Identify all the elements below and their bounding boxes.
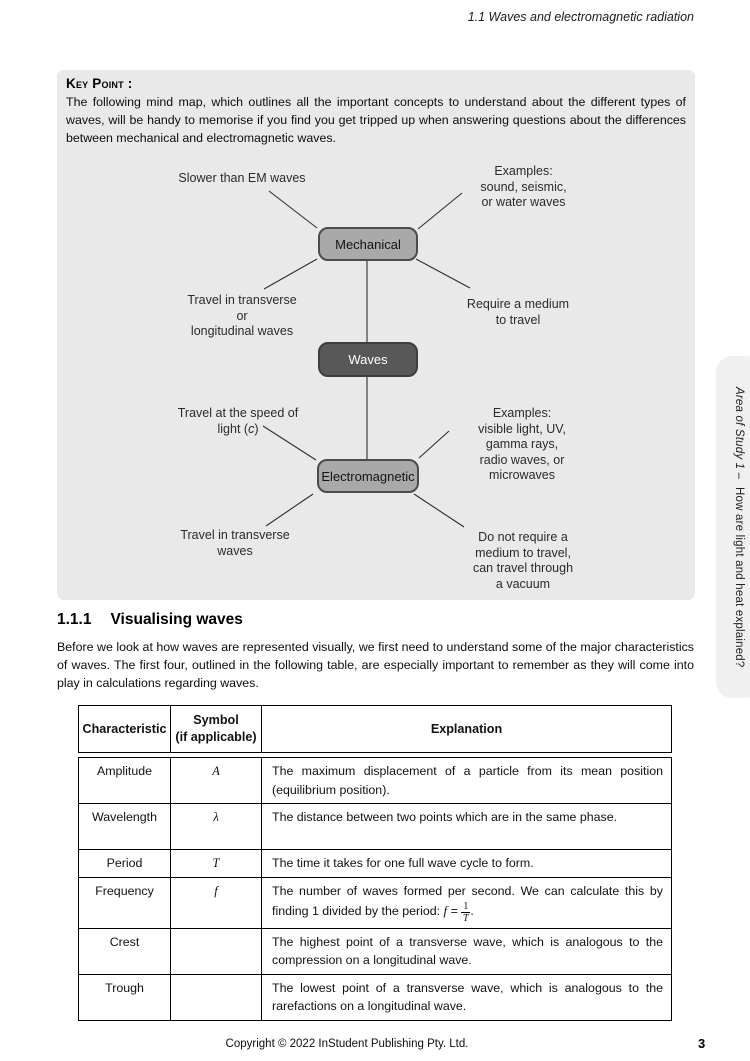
table-header-row: Characteristic Symbol (if applicable) Ex… — [78, 705, 672, 753]
frequency-explanation-text: The number of waves formed per second. W… — [272, 884, 663, 918]
frequency-explanation-period: . — [470, 903, 474, 918]
cell-explanation: The maximum displacement of a particle f… — [272, 764, 663, 797]
fraction-denominator: T — [463, 912, 469, 924]
cell-symbol — [171, 974, 262, 1020]
mindmap-connector-lines — [262, 190, 471, 528]
table-row-wavelength: Wavelength λ The distance between two po… — [79, 803, 671, 849]
cell-characteristic: Crest — [79, 928, 171, 974]
table-row-frequency: Frequency f The number of waves formed p… — [79, 877, 671, 928]
section-heading: 1.1.1 Visualising waves — [57, 611, 243, 629]
fraction-numerator: 1 — [461, 900, 471, 913]
mindmap-label-require-medium: Require a medium to travel — [466, 297, 570, 327]
cell-characteristic: Trough — [79, 974, 171, 1020]
section-title: Visualising waves — [110, 611, 243, 628]
key-point-text: The following mind map, which outlines a… — [66, 95, 686, 145]
page-header: 1.1 Waves and electromagnetic radiation — [467, 10, 694, 24]
header-cell-explanation: Explanation — [430, 721, 503, 736]
cell-explanation: The time it takes for one full wave cycl… — [272, 856, 534, 870]
mindmap-label-em-examples: Examples: visible light, UV, gamma rays,… — [478, 406, 566, 482]
mindmap-label-transverse-or-longitudinal: Travel in transverse or longitudinal wav… — [187, 293, 297, 338]
page-number: 3 — [698, 1036, 706, 1051]
table-row-period: Period T The time it takes for one full … — [79, 849, 671, 877]
key-point-box: Key Point : The following mind map, whic… — [57, 70, 695, 600]
intro-paragraph: Before we look at how waves are represen… — [57, 640, 694, 691]
header-cell-characteristic: Characteristic — [79, 706, 171, 752]
mindmap-node-electromagnetic: Electromagnetic — [317, 459, 419, 493]
mindmap-label-speed-of-light: Travel at the speed of light (c) — [158, 406, 318, 437]
frequency-formula-equals: = — [450, 903, 458, 918]
cell-characteristic: Period — [79, 850, 171, 877]
mindmap-node-mechanical: Mechanical — [318, 227, 418, 261]
mindmap-label-transverse-waves: Travel in transverse waves — [180, 528, 290, 558]
cell-symbol: A — [171, 758, 262, 803]
cell-explanation: The number of waves formed per second. W… — [262, 878, 671, 928]
cell-characteristic: Wavelength — [79, 804, 171, 849]
cell-symbol: f — [171, 878, 262, 928]
mindmap-label-slower-than-em: Slower than EM waves — [178, 171, 306, 185]
cell-symbol: T — [171, 850, 262, 877]
speed-of-light-symbol: c — [248, 421, 255, 436]
header-cell-symbol: Symbol (if applicable) — [171, 706, 262, 752]
cell-explanation: The distance between two points which ar… — [272, 810, 618, 824]
table-row-trough: Trough The lowest point of a transverse … — [79, 973, 671, 1020]
table-row-crest: Crest The highest point of a transverse … — [79, 927, 671, 974]
side-tab-area-of-study: Area of Study 1 – — [733, 386, 745, 479]
characteristics-table: Characteristic Symbol (if applicable) Ex… — [78, 705, 672, 1021]
mindmap-node-waves: Waves — [318, 342, 418, 377]
cell-explanation: The highest point of a transverse wave, … — [272, 934, 663, 968]
speed-of-light-close: ) — [254, 421, 259, 436]
mindmap-label-no-medium-required: Do not require a medium to travel, can t… — [472, 530, 574, 591]
table-body: Amplitude A The maximum displacement of … — [78, 757, 672, 1021]
cell-symbol: λ — [171, 804, 262, 849]
table-row-amplitude: Amplitude A The maximum displacement of … — [79, 758, 671, 803]
cell-characteristic: Amplitude — [79, 758, 171, 803]
side-tab-question: How are light and heat explained? — [733, 486, 745, 668]
side-tab: Area of Study 1 – How are light and heat … — [716, 356, 750, 698]
key-point-label: Key Point : — [66, 76, 133, 91]
mindmap-label-mechanical-examples: Examples: sound, seismic, or water waves — [480, 164, 567, 209]
cell-characteristic: Frequency — [79, 878, 171, 928]
speed-of-light-text: Travel at the speed of light ( — [177, 406, 299, 436]
cell-explanation: The lowest point of a transverse wave, w… — [272, 980, 663, 1014]
side-tab-text: Area of Study 1 – How are light and heat … — [733, 387, 745, 668]
section-number: 1.1.1 — [57, 611, 92, 628]
cell-symbol — [171, 928, 262, 974]
footer-copyright: Copyright © 2022 InStudent Publishing Pt… — [225, 1038, 469, 1050]
frequency-formula-lhs: f — [443, 902, 448, 918]
